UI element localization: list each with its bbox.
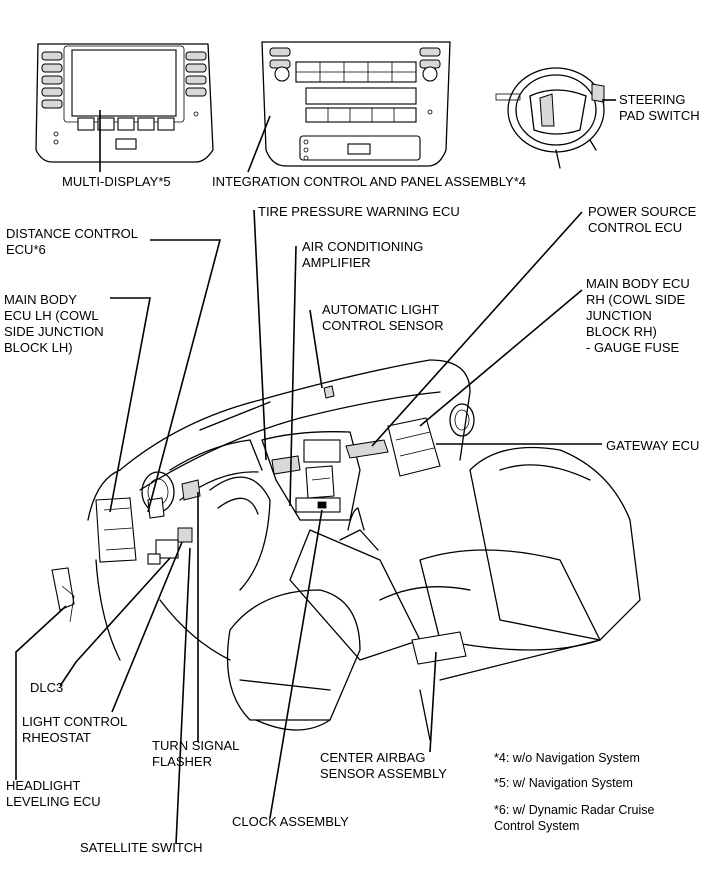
turn-signal-flasher-part (181, 479, 201, 501)
headlight-leveling-ecu-label: HEADLIGHT LEVELING ECU (6, 778, 101, 809)
integration-panel-label: INTEGRATION CONTROL AND PANEL ASSEMBLY*4 (212, 174, 526, 189)
tire-pressure-ecu-part (271, 455, 301, 475)
light-control-rheostat-label: LIGHT CONTROL RHEOSTAT (22, 714, 128, 745)
gateway-ecu-label: GATEWAY ECU (606, 438, 700, 453)
tire-pressure-ecu-label: TIRE PRESSURE WARNING ECU (258, 204, 460, 219)
center-airbag-sensor-label: CENTER AIRBAG SENSOR ASSEMBLY (320, 750, 447, 781)
distance-control-ecu-label: DISTANCE CONTROL ECU*6 (6, 226, 138, 257)
air-conditioning-amplifier-part (305, 465, 335, 499)
note-5: *5: w/ Navigation System (494, 776, 633, 790)
air-conditioning-amplifier-label: AIR CONDITIONING AMPLIFIER (302, 239, 424, 270)
steering-wheel-illustration (495, 67, 605, 169)
steering-pad-switch-label: STEERING PAD SWITCH (619, 92, 700, 123)
leader-lines (15, 99, 616, 845)
integration-panel-illustration (261, 41, 451, 167)
note-6: *6: w/ Dynamic Radar Cruise Control Syst… (494, 803, 655, 833)
satellite-switch-part (177, 527, 193, 543)
main-body-ecu-lh-part (95, 497, 137, 563)
light-control-rheostat-part (147, 539, 179, 565)
power-source-ecu-label: POWER SOURCE CONTROL ECU (588, 204, 697, 235)
clock-assembly-label: CLOCK ASSEMBLY (232, 814, 349, 829)
multi-display-panel-illustration (35, 43, 214, 163)
main-body-ecu-rh-label: MAIN BODY ECU RH (COWL SIDE JUNCTION BLO… (586, 276, 690, 355)
satellite-switch-label: SATELLITE SWITCH (80, 840, 203, 855)
headlight-leveling-ecu-part (51, 567, 75, 623)
multi-display-label: MULTI-DISPLAY*5 (62, 174, 171, 189)
power-source-ecu-part (345, 439, 389, 459)
main-body-ecu-lh-label: MAIN BODY ECU LH (COWL SIDE JUNCTION BLO… (4, 292, 104, 355)
turn-signal-flasher-label: TURN SIGNAL FLASHER (152, 738, 240, 769)
main-body-ecu-rh-part (387, 417, 441, 477)
note-4: *4: w/o Navigation System (494, 751, 640, 765)
automatic-light-sensor-label: AUTOMATIC LIGHT CONTROL SENSOR (322, 302, 444, 333)
distance-control-ecu-part (147, 497, 165, 519)
dlc3-label: DLC3 (30, 680, 64, 695)
automatic-light-sensor-part (323, 385, 335, 399)
center-airbag-sensor-part (411, 631, 467, 665)
